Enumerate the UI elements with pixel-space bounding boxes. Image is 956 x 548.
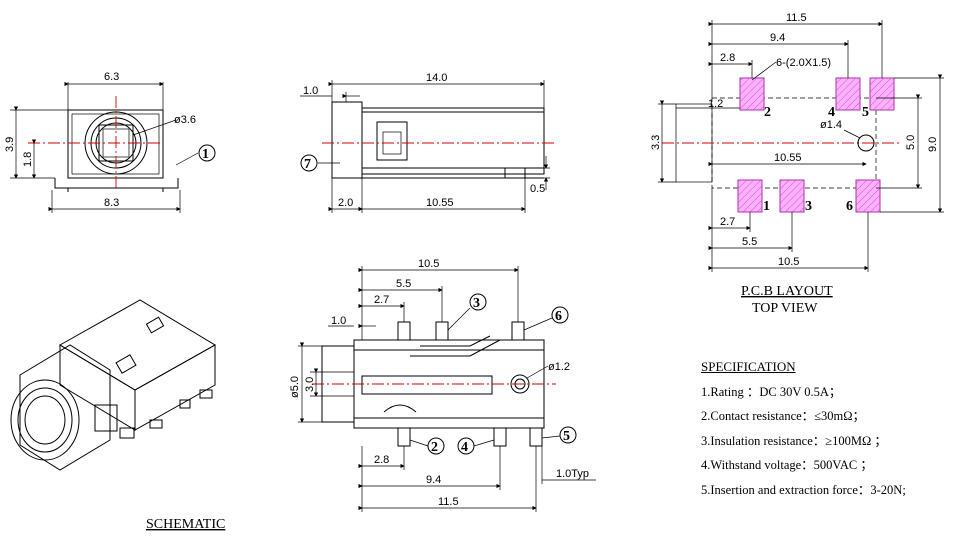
front-view: 6.3 8.3 3.9 1.8 ø3.6 1 [4,71,216,213]
iso-jack-hole [24,395,66,445]
iso-top [59,299,216,391]
pad-3 [779,179,805,213]
dim-3-9: 3.9 [4,137,16,152]
pcb-subtitle: TOP VIEW [752,301,818,316]
svg-text:2: 2 [431,440,438,455]
dim-10-5: 10.5 [418,258,439,270]
spec-heading: SPECIFICATION [701,359,796,374]
callout-pin-3 [469,293,487,311]
specification-block: SPECIFICATION 1.Rating ：DC 30V 0.5A； 2.C… [701,355,906,502]
pcb-dim-11-5: 11.5 [786,12,807,24]
pcb-layout: 2 4 5 1 3 6 11.5 9.4 2.8 6-(2.0X1.5) 1.2… [650,12,944,316]
spec-item-contact-resistance: 2.Contact resistance：≤30mΩ； [701,409,866,423]
spec-item-withstand-voltage: 4.Withstand voltage：500VAC ； [701,458,873,472]
dim-9-4: 9.4 [426,474,441,486]
pcb-dim-3-3: 3.3 [650,135,662,150]
svg-text:1: 1 [763,199,770,214]
dim-hole-1-2: ø1.2 [548,361,570,373]
pcb-dim-9-0: 9.0 [927,137,939,152]
pin-4 [493,427,507,447]
svg-text:5: 5 [862,105,869,120]
dim-8-3: 8.3 [104,197,119,209]
dim-1-0: 1.0 [303,85,318,97]
side-view: 14.0 1.0 2.0 10.55 0.5 7 [300,72,555,213]
svg-text:5: 5 [563,429,570,444]
pad-6 [855,179,881,213]
svg-text:1: 1 [202,147,209,162]
dim-5-5: 5.5 [396,278,411,290]
iso-flange [19,344,111,471]
pcb-dim-pads: 6-(2.0X1.5) [776,57,831,69]
dim-1-8: 1.8 [22,152,34,167]
pcb-dim-2-7: 2.7 [720,216,735,228]
pin-2 [397,427,411,447]
callout-pin-4 [457,437,475,455]
side-flange [331,101,363,179]
pcb-dim-5-5: 5.5 [742,236,757,248]
svg-text:4: 4 [828,105,835,120]
svg-text:7: 7 [304,157,311,172]
callout-pin-1 [198,144,216,162]
dim-1-0b: 1.0 [331,315,346,327]
callout-pin-6 [551,306,569,324]
dim-11-5: 11.5 [438,496,459,508]
iso-jack-outer [10,379,80,461]
dim-14-0: 14.0 [426,72,447,84]
callout-pin-5 [559,426,577,444]
dim-dia-5-0: ø5.0 [289,376,301,398]
svg-text:6: 6 [555,309,562,324]
callout-pin-7 [300,154,318,172]
pcb-dim-2-8: 2.8 [720,52,735,64]
svg-text:2: 2 [764,105,771,120]
pad-5 [869,77,895,111]
pcb-dim-10-55: 10.55 [774,152,802,164]
pin-6 [511,321,525,341]
pcb-dim-5-0: 5.0 [905,135,917,150]
dim-10-55: 10.55 [426,197,454,209]
bottom-view: 10.5 5.5 2.7 1.0 ø5.0 3.0 ø1.2 2.8 9.4 [289,258,596,512]
dim-6-3: 6.3 [104,71,119,83]
dim-hole-3-6: ø3.6 [174,114,196,126]
pcb-dim-1-2: 1.2 [708,98,723,110]
pcb-dim-9-4: 9.4 [770,32,785,44]
svg-text:4: 4 [461,440,468,455]
front-body [67,109,164,179]
spec-item-rating: 1.Rating ：DC 30V 0.5A； [701,384,842,399]
pad-4 [835,77,861,111]
pad-1 [737,179,763,213]
pin-2-top [397,321,411,341]
pcb-title: P.C.B LAYOUT [741,284,833,299]
pin-3 [435,321,449,341]
pad-2 [739,77,765,111]
dim-1-0-typ: 1.0Typ [556,468,589,480]
pcb-dim-10-5: 10.5 [778,256,799,268]
dim-0-5: 0.5 [530,183,545,195]
svg-text:3: 3 [805,199,812,214]
svg-text:3: 3 [473,296,480,311]
spec-item-insertion-force: 5.Insertion and extraction force：3-20N; [701,482,906,497]
spec-item-insulation-resistance: 3.Insulation resistance：≥100MΩ ； [701,433,887,448]
dim-2-8: 2.8 [374,454,389,466]
svg-text:6: 6 [846,199,853,214]
iso-side [134,344,216,431]
dim-2-7: 2.7 [374,294,389,306]
callout-pin-2 [427,437,445,455]
pcb-dim-hole: ø1.4 [820,119,842,131]
schematic-label: SCHEMATIC [146,517,225,532]
dim-3-0: 3.0 [304,377,316,392]
side-body [361,107,545,175]
dim-2-0: 2.0 [338,197,353,209]
schematic-3d-view [10,299,216,471]
pin-5 [529,427,543,447]
pcb-hole [857,134,875,152]
